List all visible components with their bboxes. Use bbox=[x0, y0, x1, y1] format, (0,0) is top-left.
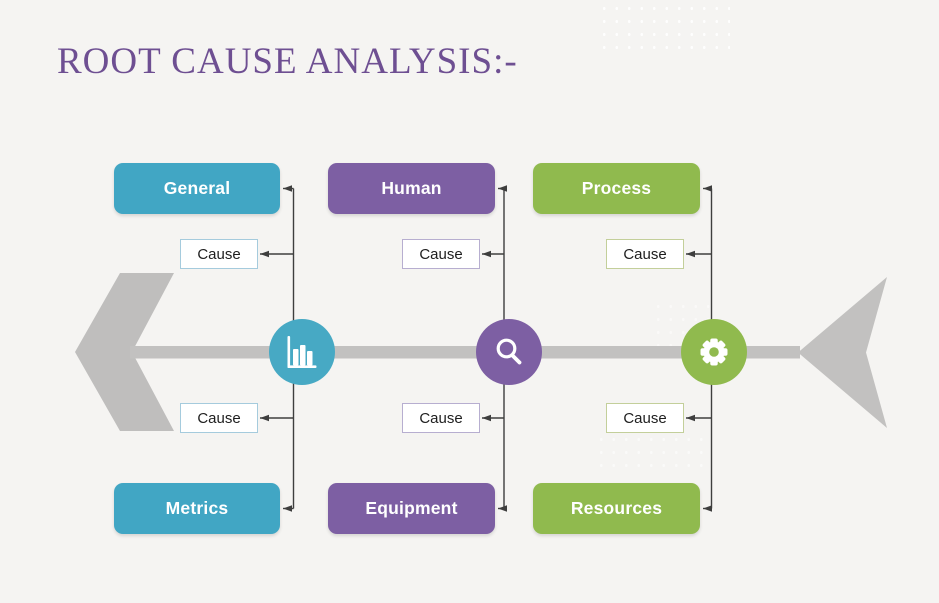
dot-pattern-bottom-right bbox=[595, 433, 707, 477]
page-title: ROOT CAUSE ANALYSIS:- bbox=[57, 41, 518, 82]
cause-box-process-top: Cause bbox=[606, 239, 684, 269]
cause-box-resources-bottom: Cause bbox=[606, 403, 684, 433]
fish-head-chevron bbox=[75, 273, 174, 431]
bar-chart-icon bbox=[287, 336, 317, 368]
category-box-equipment: Equipment bbox=[328, 483, 495, 534]
cause-box-human-top: Cause bbox=[402, 239, 480, 269]
category-box-general: General bbox=[114, 163, 280, 214]
spine-node-search bbox=[476, 319, 542, 385]
cause-box-metrics-bottom: Cause bbox=[180, 403, 258, 433]
spine-node-analysis bbox=[269, 319, 335, 385]
search-icon bbox=[496, 338, 522, 365]
category-box-resources: Resources bbox=[533, 483, 700, 534]
cause-box-general-top: Cause bbox=[180, 239, 258, 269]
fish-tail bbox=[798, 277, 887, 428]
dot-pattern-top-right bbox=[598, 2, 730, 58]
category-box-process: Process bbox=[533, 163, 700, 214]
category-box-human: Human bbox=[328, 163, 495, 214]
cause-box-equipment-bottom: Cause bbox=[402, 403, 480, 433]
gear-icon bbox=[700, 338, 728, 366]
category-box-metrics: Metrics bbox=[114, 483, 280, 534]
spine-node-process bbox=[681, 319, 747, 385]
